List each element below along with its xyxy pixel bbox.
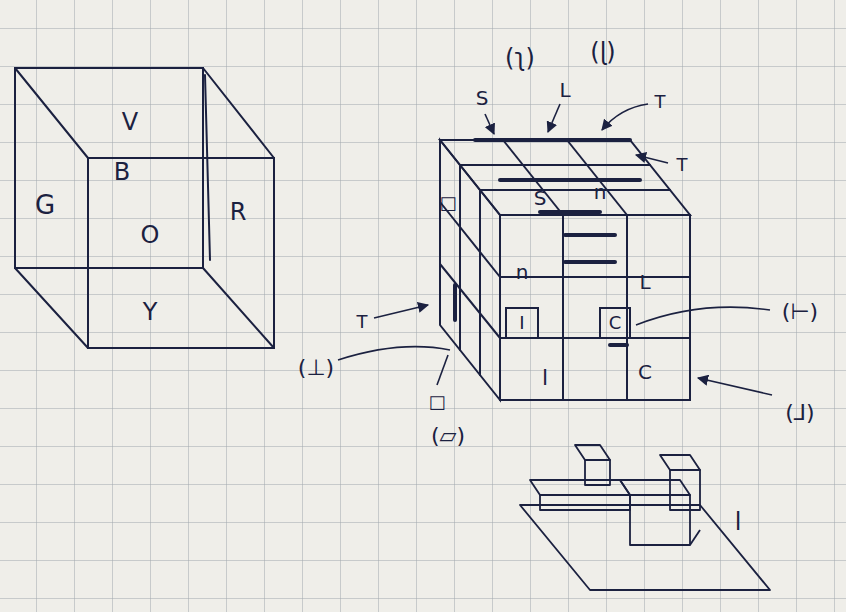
- hand-label: (▱): [431, 425, 465, 447]
- puzzle-cube: [440, 140, 690, 400]
- color-cube: [15, 68, 274, 348]
- hand-label: B: [114, 160, 130, 184]
- hand-label: Y: [143, 300, 158, 324]
- piece-sketch: [520, 445, 770, 590]
- hand-label: C: [638, 362, 652, 382]
- hand-label: n: [516, 262, 529, 282]
- hand-label: I: [519, 314, 524, 332]
- hand-label: n: [594, 182, 607, 202]
- hand-label: L: [639, 272, 650, 292]
- hand-label: T: [655, 93, 666, 111]
- hand-label: R: [230, 200, 247, 224]
- hand-label: T: [677, 156, 688, 174]
- hand-label: S: [476, 88, 489, 108]
- hand-label: □: [439, 194, 456, 212]
- hand-label: (⊢): [782, 301, 818, 323]
- hand-label: L: [559, 80, 570, 100]
- hand-label: l: [735, 510, 742, 534]
- hand-label: (⊥): [298, 357, 334, 379]
- hand-label: l: [542, 367, 548, 389]
- hand-label: (⅃): [785, 402, 814, 424]
- hand-label: □: [428, 393, 445, 411]
- hand-label: C: [609, 314, 622, 332]
- hand-label: (ɭ): [590, 40, 615, 64]
- hand-label: T: [357, 313, 368, 331]
- hand-label: S: [534, 188, 547, 208]
- hand-label: G: [35, 192, 55, 218]
- hand-label: V: [122, 110, 138, 134]
- hand-label: O: [141, 223, 160, 247]
- leader-arrows: [338, 104, 772, 395]
- hand-label: (ʅ): [505, 46, 535, 70]
